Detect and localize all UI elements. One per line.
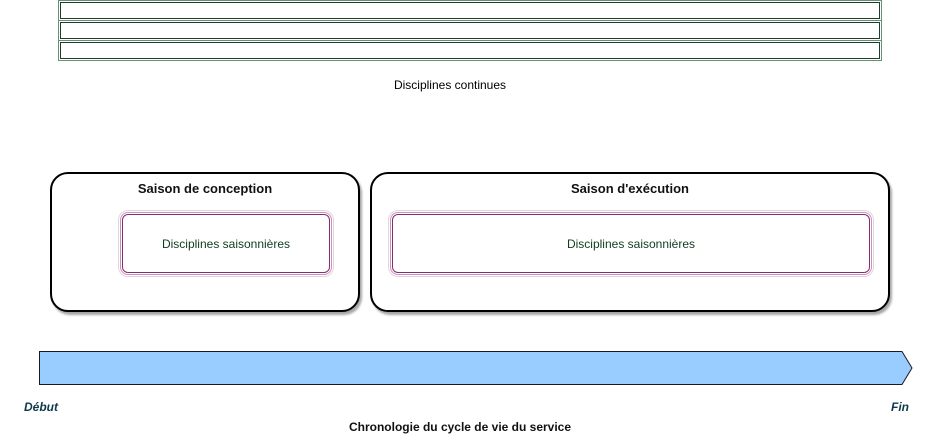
design-season-box: Saison de conception Disciplines saisonn… <box>50 172 360 312</box>
execution-season-box: Saison d'exécution Disciplines saisonniè… <box>370 172 890 312</box>
continuous-discipline-bar <box>58 40 882 61</box>
timeline-arrow-shape <box>39 351 913 385</box>
continuous-discipline-bar <box>58 20 882 41</box>
execution-seasonal-disciplines-label: Disciplines saisonnières <box>566 236 696 251</box>
continuous-disciplines-label: Disciplines continues <box>393 78 507 92</box>
design-seasonal-disciplines-box: Disciplines saisonnières <box>120 212 332 275</box>
timeline-arrow <box>39 351 913 385</box>
timeline-start-label: Début <box>24 400 58 414</box>
design-seasonal-disciplines-label: Disciplines saisonnières <box>161 236 291 251</box>
design-season-title: Saison de conception <box>137 181 273 196</box>
continuous-discipline-bar <box>58 0 882 21</box>
timeline-end-label: Fin <box>891 400 909 414</box>
timeline-caption: Chronologie du cycle de vie du service <box>348 420 572 434</box>
execution-season-title: Saison d'exécution <box>571 181 689 196</box>
execution-seasonal-disciplines-box: Disciplines saisonnières <box>390 212 872 275</box>
